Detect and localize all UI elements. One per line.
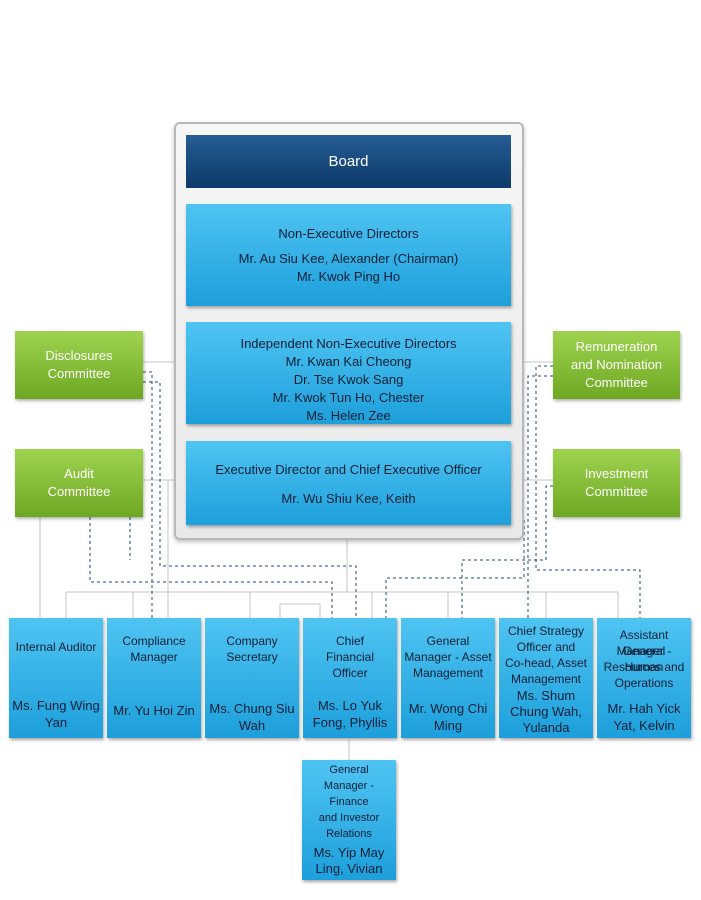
officer-card-company-secretary: Company Secretary Ms. Chung Siu Wah — [205, 618, 299, 738]
officer-role: Compliance — [122, 634, 186, 648]
officer-role: General — [329, 764, 369, 776]
officer-role: Chief — [335, 634, 364, 648]
independent-member: Dr. Tse Kwok Sang — [293, 372, 404, 387]
officer-role: Manager - Asset — [404, 650, 492, 664]
officer-name: Yat, Kelvin — [613, 718, 675, 733]
officer-name: Ms. Lo Yuk — [317, 698, 383, 713]
non-executive-member: Mr. Au Siu Kee, Alexander (Chairman) — [238, 251, 459, 266]
officer-role: Internal Auditor — [15, 640, 97, 654]
officer-name: Fong, Phyllis — [312, 715, 388, 730]
officer-card-internal-auditor: Internal Auditor Ms. Fung Wing Yan — [9, 618, 103, 738]
officer-card-compliance-manager: Compliance Manager Mr. Yu Hoi Zin — [107, 618, 201, 738]
officer-role: Resources and — [603, 660, 685, 674]
officer-role: Officer — [332, 666, 368, 680]
non-executive-member: Mr. Kwok Ping Ho — [296, 269, 401, 284]
officer-role: and Investor — [318, 812, 380, 824]
officer-name: Mr. Yu Hoi Zin — [113, 703, 195, 718]
independent-member: Ms. Helen Zee — [306, 408, 391, 423]
officer-name: Yulanda — [522, 720, 570, 735]
officer-name: Ming — [433, 718, 463, 733]
officer-card-gm-asset-management: General Manager - Asset Management Mr. W… — [401, 618, 495, 738]
officer-card-chief-strategy-officer: Chief Strategy Officer and Co-head, Asse… — [499, 618, 593, 738]
committee-label: Disclosures — [45, 348, 113, 363]
officer-role: Financial — [325, 650, 375, 664]
officer-name: Mr. Hah Yick — [607, 701, 681, 716]
officer-role: Manager - Human — [616, 644, 672, 674]
officer-name: Chung Wah, — [510, 704, 582, 719]
officer-name: Ms. Fung Wing — [12, 698, 100, 713]
officer-card-gm-finance-investor-relations: General Manager - Finance and Investor R… — [302, 760, 396, 880]
committee-label: Committee — [585, 375, 648, 390]
executive-title: Executive Director and Chief Executive O… — [215, 462, 482, 477]
officer-name: Wah — [238, 718, 266, 733]
independent-title: Independent Non-Executive Directors — [240, 336, 457, 351]
officer-role: Management — [510, 672, 582, 686]
executive-member: Mr. Wu Shiu Kee, Keith — [281, 491, 416, 506]
independent-directors-box: Independent Non-Executive Directors Mr. … — [186, 322, 511, 424]
non-executive-title: Non-Executive Directors — [278, 226, 419, 241]
officer-card-chief-financial-officer: Chief Financial Officer Ms. Lo Yuk Fong,… — [303, 618, 397, 738]
officer-name: Ms. Chung Siu — [209, 701, 295, 716]
officer-role: Secretary — [226, 650, 278, 664]
officer-role: Operations — [614, 676, 674, 690]
committee-label: Investment — [584, 466, 649, 481]
officer-role: General — [426, 634, 470, 648]
committee-label: Remuneration — [575, 339, 658, 354]
committee-label: Committee — [47, 484, 111, 499]
officer-name: Ms. Yip May — [313, 845, 385, 860]
executive-director-box: Executive Director and Chief Executive O… — [186, 441, 511, 525]
officer-role: Manager - — [323, 780, 375, 792]
non-executive-directors-box: Non-Executive Directors Mr. Au Siu Kee, … — [186, 204, 511, 306]
board-box: Board — [186, 135, 511, 188]
officer-role: Officer and — [516, 640, 576, 654]
committee-label: Committee — [585, 484, 648, 499]
officer-role: Chief Strategy — [507, 624, 585, 638]
officer-role: Relations — [326, 828, 372, 840]
officer-role: Manager — [130, 650, 178, 664]
audit-committee-box: Audit Committee — [15, 449, 143, 517]
officer-name: Yan — [44, 715, 68, 730]
committee-label: Audit — [64, 466, 94, 481]
officer-role: Management — [412, 666, 484, 680]
disclosures-committee-box: Disclosures Committee — [15, 331, 143, 399]
officer-role: Assistant General — [619, 628, 669, 658]
independent-member: Mr. Kwan Kai Cheong — [285, 354, 412, 369]
officer-role: Finance — [329, 796, 369, 808]
officer-name: Mr. Wong Chi — [408, 701, 488, 716]
officer-role: Company — [226, 634, 278, 648]
officer-card-agm-human-resources: Assistant General Manager - Human Resour… — [597, 618, 691, 738]
officer-name: Ms. Shum — [516, 688, 576, 703]
committee-label: Committee — [47, 366, 111, 381]
independent-member: Mr. Kwok Tun Ho, Chester — [272, 390, 425, 405]
board-label: Board — [328, 153, 369, 170]
officer-role: Co-head, Asset — [504, 656, 588, 670]
remuneration-committee-box: Remuneration and Nomination Committee — [553, 331, 680, 399]
committee-label: and Nomination — [570, 357, 663, 372]
investment-committee-box: Investment Committee — [553, 449, 680, 517]
officer-name: Ling, Vivian — [315, 861, 383, 876]
